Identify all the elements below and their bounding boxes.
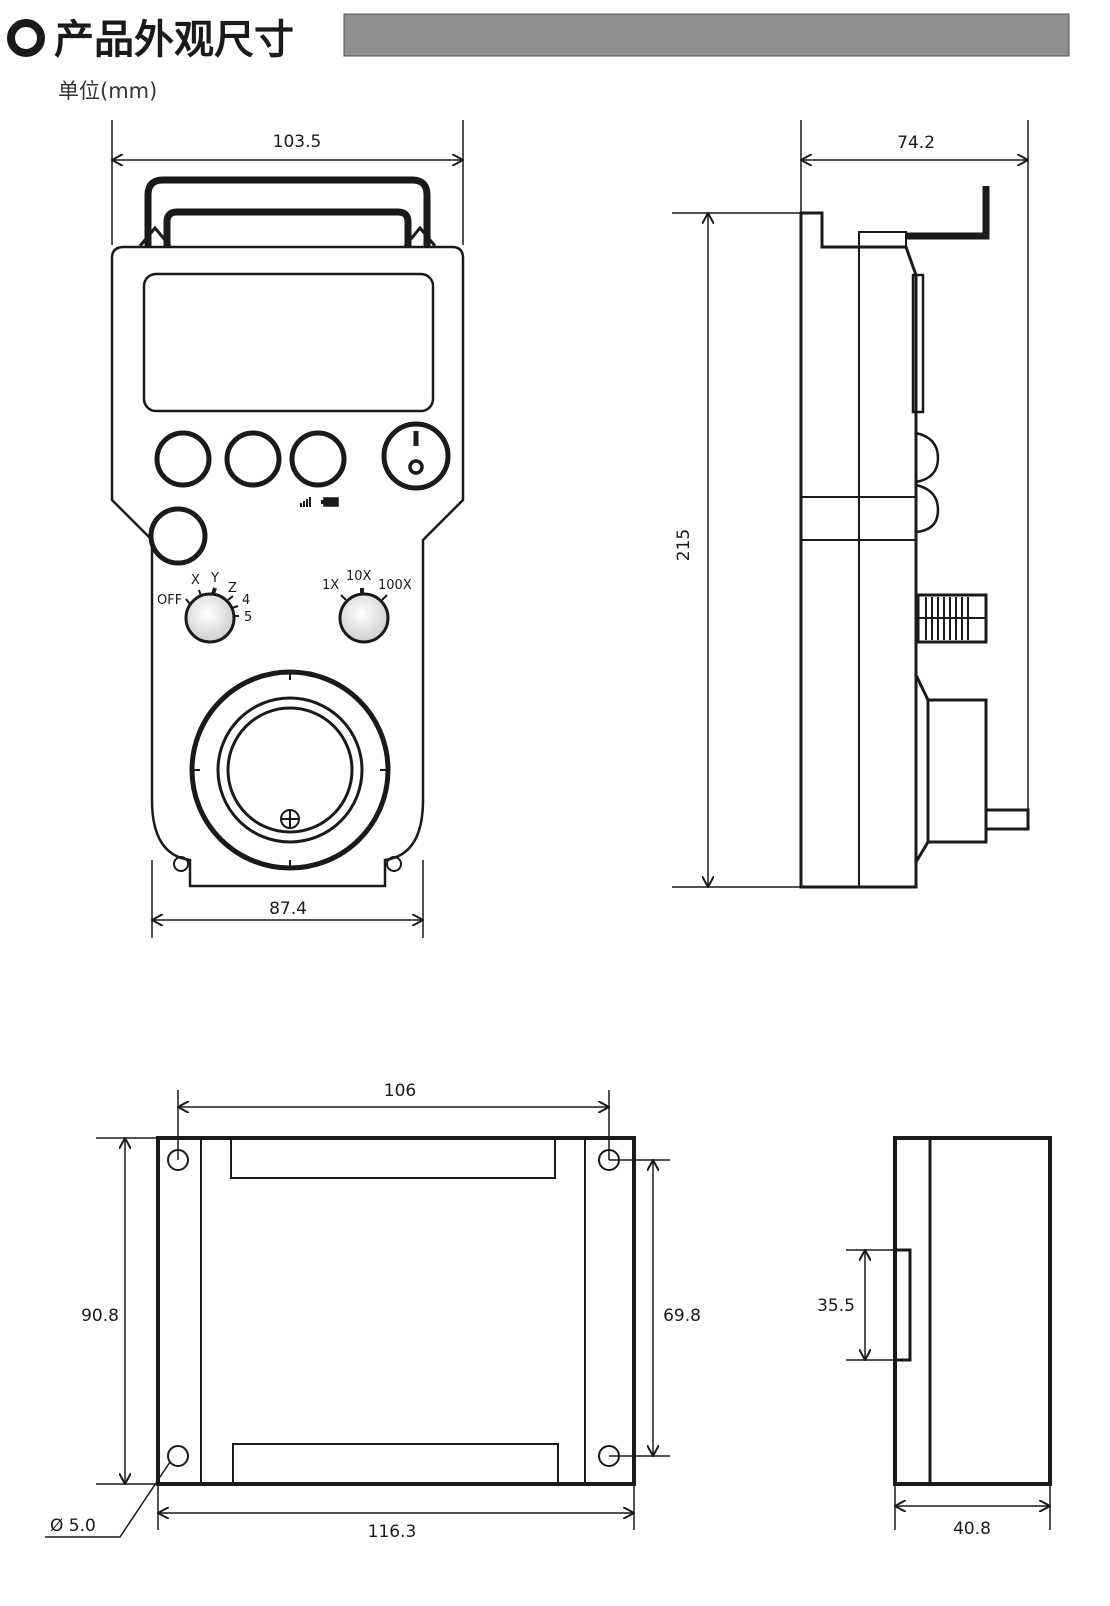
mode-label-x: X xyxy=(191,573,200,588)
unit-label: 单位(mm) xyxy=(58,79,157,103)
signal-icon xyxy=(300,497,311,507)
function-button-2 xyxy=(224,430,282,488)
hole-diameter-leader xyxy=(45,1461,171,1538)
dim-hole-spacing-x: 106 xyxy=(384,1081,416,1101)
battery-icon xyxy=(321,497,339,507)
receiver-front-labels: 106 90.8 69.8 116.3 Ø 5.0 xyxy=(50,1081,701,1542)
side-knurled-knob xyxy=(916,593,988,644)
mode-label-off: OFF xyxy=(157,593,182,608)
axis-selector-knob xyxy=(184,592,236,644)
dim-height: 215 xyxy=(674,529,694,561)
receiver-hole-bottom-left xyxy=(167,1445,189,1467)
section-title: 产品外观尺寸 xyxy=(54,17,294,63)
receiver-side-labels: 35.5 40.8 xyxy=(817,1296,991,1539)
pendant-front-labels: 103.5 87.4 OFF X Y Z 4 5 1X 10X 100X xyxy=(157,132,412,919)
step-label-100x: 100X xyxy=(378,578,412,593)
title-bullet-icon xyxy=(7,19,45,57)
din-rail-clip xyxy=(895,1248,912,1362)
power-button xyxy=(381,421,451,491)
receiver-top-connector xyxy=(230,1137,556,1179)
dim-receiver-height: 90.8 xyxy=(81,1306,119,1326)
pendant-display-screen xyxy=(142,272,435,413)
mounting-hole-left xyxy=(173,856,189,872)
handwheel-outer-ring xyxy=(189,669,391,871)
section-header: 产品外观尺寸 单位(mm) xyxy=(7,13,1070,103)
pendant-side-body xyxy=(799,211,918,889)
step-selector-knob xyxy=(338,592,390,644)
dim-receiver-depth: 40.8 xyxy=(953,1519,991,1539)
function-button-4 xyxy=(148,506,208,566)
dim-depth: 74.2 xyxy=(897,133,935,153)
function-button-1 xyxy=(154,430,212,488)
function-button-3 xyxy=(289,430,347,488)
step-label-10x: 10X xyxy=(346,569,372,584)
receiver-side-box xyxy=(893,1136,1052,1486)
receiver-side-view xyxy=(846,1136,1052,1530)
pendant-side-handle xyxy=(906,186,990,240)
mode-label-4: 4 xyxy=(242,593,250,608)
dim-hole-spacing-y: 69.8 xyxy=(663,1306,701,1326)
receiver-hole-bottom-right xyxy=(598,1445,620,1467)
side-crank-shaft xyxy=(984,808,1030,831)
mode-label-y: Y xyxy=(210,571,219,586)
pendant-side-labels: 74.2 215 xyxy=(674,133,935,561)
handwheel-dial xyxy=(216,696,364,844)
dim-width-bottom: 87.4 xyxy=(269,899,307,919)
pendant-body-outline xyxy=(110,245,465,888)
title-bar xyxy=(343,13,1070,57)
side-handwheel xyxy=(914,674,988,863)
dim-receiver-width: 116.3 xyxy=(368,1522,417,1542)
receiver-hole-top-right xyxy=(598,1149,620,1171)
dim-rail-height: 35.5 xyxy=(817,1296,855,1316)
mode-label-z: Z xyxy=(228,581,237,596)
mounting-hole-right xyxy=(386,856,402,872)
pendant-front-view xyxy=(110,120,465,938)
receiver-bottom-connector xyxy=(232,1443,559,1485)
dim-width-top: 103.5 xyxy=(273,132,322,152)
receiver-hole-top-left xyxy=(167,1149,189,1171)
pendant-handle xyxy=(144,176,431,246)
pendant-side-view xyxy=(672,120,1030,889)
step-label-1x: 1X xyxy=(322,578,339,593)
mode-label-5: 5 xyxy=(244,610,252,625)
receiver-box-outline xyxy=(156,1136,636,1486)
dim-hole-diameter: Ø 5.0 xyxy=(50,1516,96,1536)
receiver-front-view xyxy=(45,1090,670,1538)
